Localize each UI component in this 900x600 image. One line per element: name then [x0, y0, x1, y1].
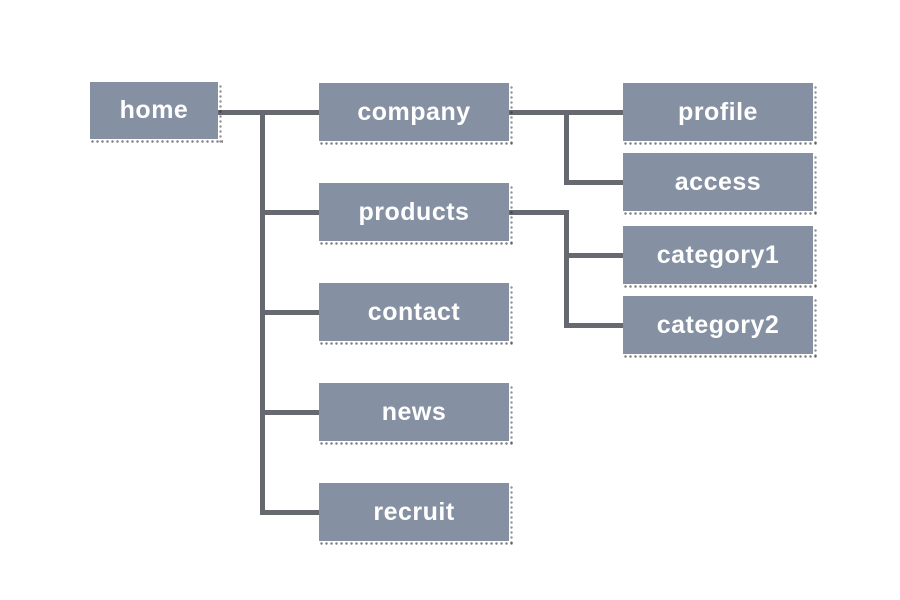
connector-home-recruit [260, 510, 319, 515]
connector-company-access [564, 180, 623, 185]
node-home: home [90, 82, 223, 144]
node-recruit: recruit [319, 483, 514, 546]
connector-company-trunk [564, 110, 569, 185]
node-profile: profile [623, 83, 818, 146]
node-contact: contact [319, 283, 514, 346]
node-products: products [319, 183, 514, 246]
connector-products-category2 [564, 323, 623, 328]
node-access: access [623, 153, 818, 216]
connector-products-category1 [564, 253, 623, 258]
node-category1: category1 [623, 226, 818, 289]
connector-home-company [218, 110, 319, 115]
connector-home-products [260, 210, 319, 215]
connector-home-news [260, 410, 319, 415]
connector-products-trunk [564, 210, 569, 328]
node-company: company [319, 83, 514, 146]
connector-home-contact [260, 310, 319, 315]
connector-products-out [509, 210, 569, 215]
node-news: news [319, 383, 514, 446]
node-category2: category2 [623, 296, 818, 359]
